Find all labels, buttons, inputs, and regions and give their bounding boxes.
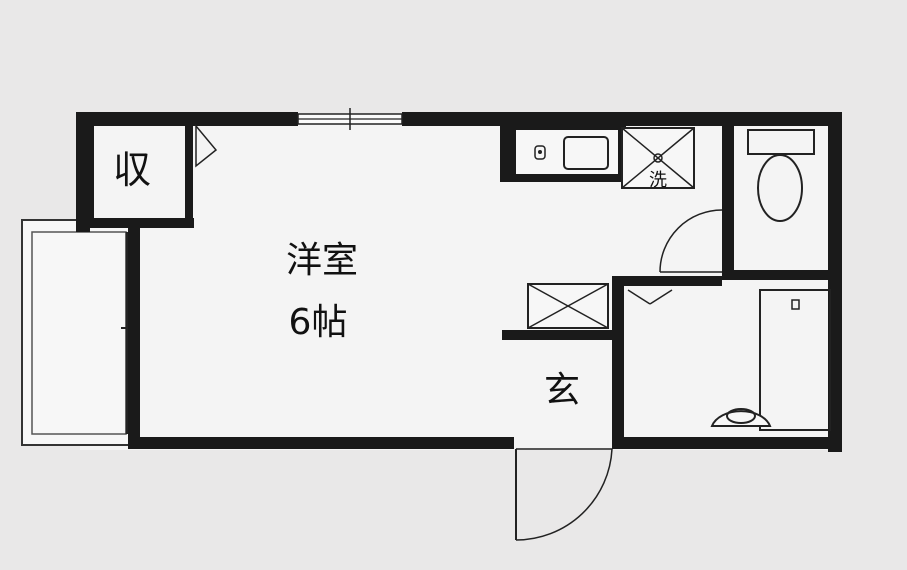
storage-closet: 収 [88, 123, 218, 228]
wall-top-left [76, 112, 298, 126]
entrance-label: 玄 [544, 370, 580, 411]
room-size: 6帖 [289, 302, 348, 343]
wall-balcony-side [128, 226, 140, 448]
wall-bottom-right [612, 437, 842, 449]
outer-walls [76, 112, 842, 452]
wall-right [828, 112, 842, 452]
bathroom [612, 276, 831, 446]
toilet-icon [757, 154, 803, 222]
room-name: 洋室 [286, 240, 358, 281]
toilet-room [659, 126, 840, 280]
washer-label: 洗 [649, 170, 667, 191]
storage-label: 収 [113, 148, 151, 192]
sink-icon [710, 408, 772, 427]
balcony [21, 219, 135, 446]
shoe-cabinet [502, 283, 612, 340]
stove-icon [534, 145, 546, 160]
wall-left-upper [76, 112, 90, 232]
washing-machine-space: 洗 [621, 127, 695, 191]
toilet-door [659, 209, 723, 273]
wall-bottom-left [128, 437, 514, 449]
kitchen-counter [500, 122, 626, 182]
bathtub-icon [759, 289, 831, 431]
window [297, 108, 403, 130]
entrance-door [515, 448, 613, 541]
